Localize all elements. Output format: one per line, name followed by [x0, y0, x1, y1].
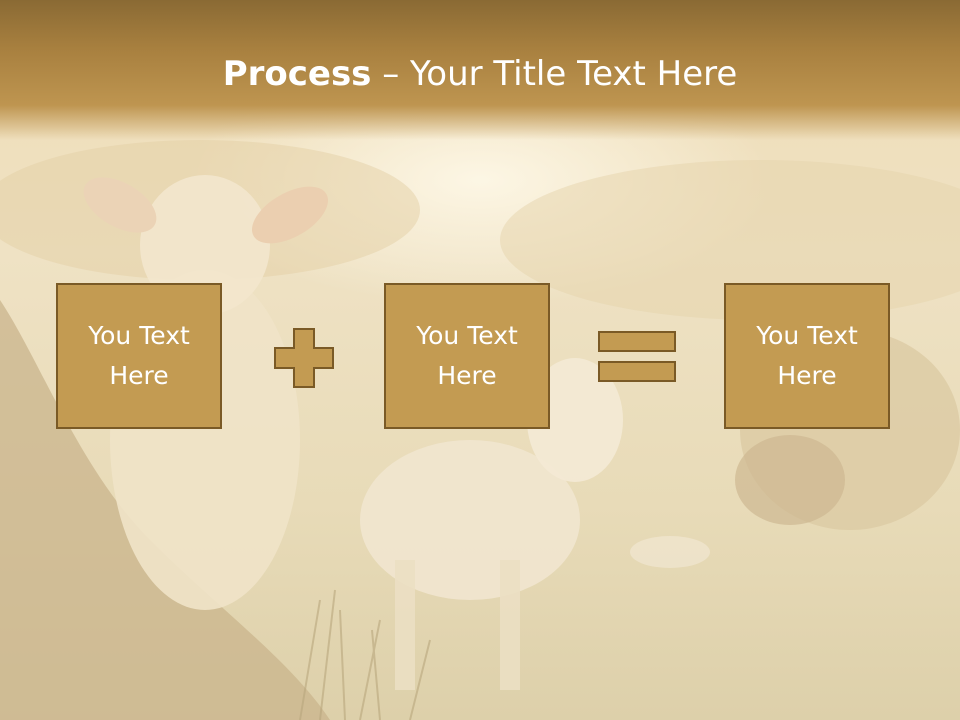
process-box-3-text: You Text Here — [756, 321, 858, 390]
equals-icon — [598, 331, 676, 382]
process-box-2-text: You Text Here — [416, 321, 518, 390]
process-box-1-text: You Text Here — [88, 321, 190, 390]
process-box-3[interactable]: You Text Here — [724, 283, 890, 429]
process-box-2[interactable]: You Text Here — [384, 283, 550, 429]
plus-icon — [274, 328, 334, 388]
title-band — [0, 0, 960, 140]
title-bold: Process — [222, 54, 372, 94]
page-title: Process – Your Title Text Here — [0, 52, 960, 96]
title-rest: – Your Title Text Here — [371, 54, 738, 94]
process-box-1[interactable]: You Text Here — [56, 283, 222, 429]
